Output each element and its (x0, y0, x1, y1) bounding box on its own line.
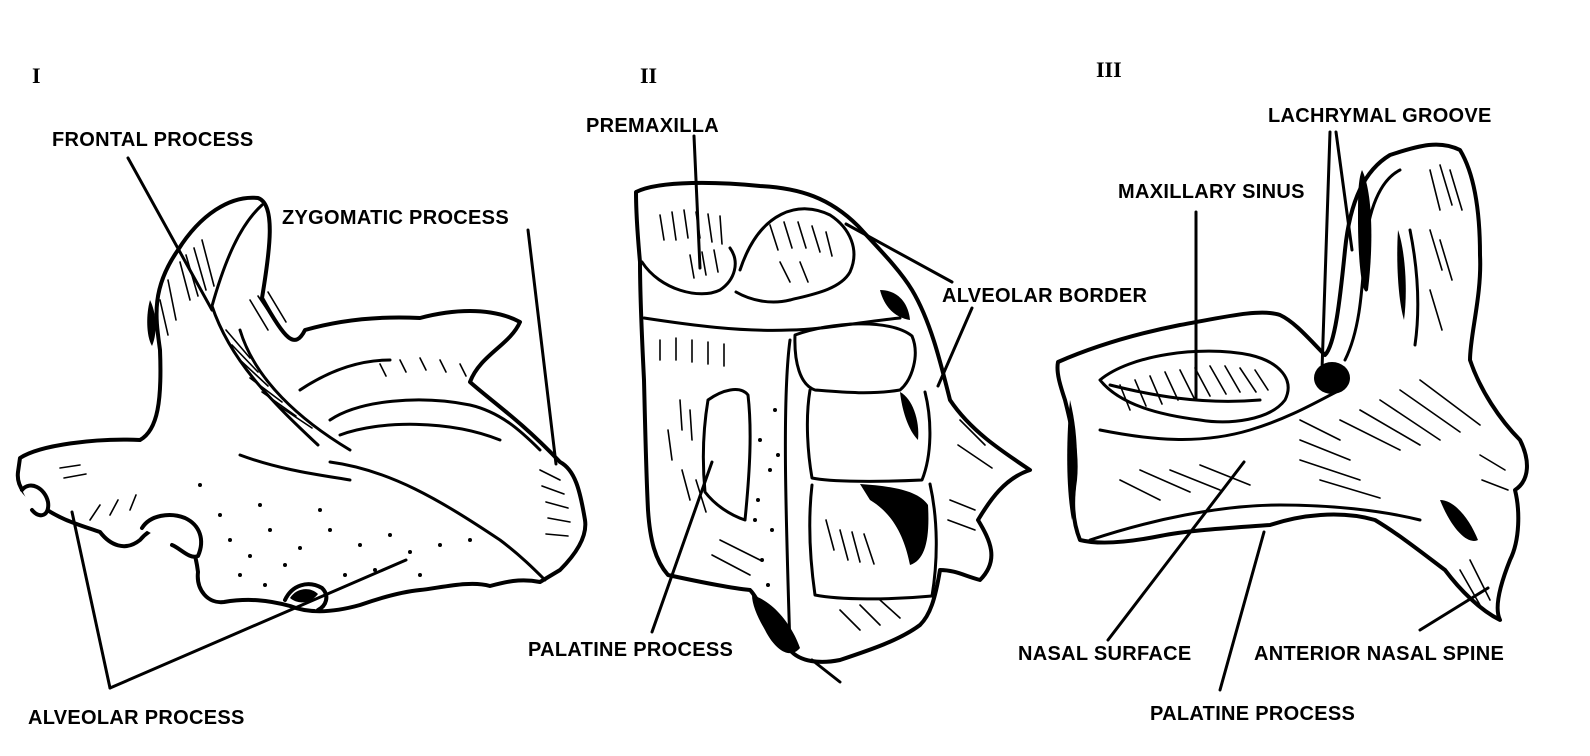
label-maxillary-sinus: MAXILLARY SINUS (1118, 181, 1305, 203)
leader-zygomatic-process (526, 228, 558, 466)
maxilla-inferior-drawing (634, 180, 1032, 664)
leader-premaxilla (692, 134, 702, 270)
maxilla-medial-drawing (1055, 142, 1529, 622)
panel-3-numeral: III (1096, 57, 1122, 82)
leader-palatine-process-tail (810, 658, 842, 684)
panel-2: II (528, 63, 1147, 684)
panel-1-numeral: I (32, 63, 41, 88)
panel-2-numeral: II (640, 63, 657, 88)
label-nasal-surface: NASAL SURFACE (1018, 643, 1192, 665)
maxilla-lateral-drawing (15, 195, 588, 614)
leader-alveolar-border-lower (936, 306, 974, 388)
leader-nasal-surface (1106, 460, 1246, 642)
leader-palatine-process-iii (1218, 530, 1266, 692)
leader-alveolar-border-upper (844, 222, 954, 284)
panel-3: III (1018, 57, 1529, 725)
leader-frontal-process (126, 156, 214, 312)
label-alveolar-process: ALVEOLAR PROCESS (28, 707, 245, 729)
leader-anterior-nasal-spine (1418, 586, 1490, 632)
label-palatine-process-ii: PALATINE PROCESS (528, 639, 733, 661)
label-frontal-process: FRONTAL PROCESS (52, 129, 254, 151)
leader-lachrymal-groove-b (1334, 130, 1354, 252)
panel-1: I (15, 63, 588, 729)
label-zygomatic-process: ZYGOMATIC PROCESS (282, 207, 509, 229)
leader-lachrymal-groove-a (1320, 130, 1332, 372)
label-lachrymal-groove: LACHRYMAL GROOVE (1268, 105, 1492, 127)
label-premaxilla: PREMAXILLA (586, 115, 719, 137)
label-palatine-process-iii: PALATINE PROCESS (1150, 703, 1355, 725)
leader-palatine-process (650, 460, 714, 634)
label-alveolar-border: ALVEOLAR BORDER (942, 285, 1147, 307)
leader-alveolar-process-front (70, 510, 112, 690)
leader-alveolar-process-rear (108, 558, 408, 690)
label-anterior-nasal-spine: ANTERIOR NASAL SPINE (1254, 643, 1504, 665)
